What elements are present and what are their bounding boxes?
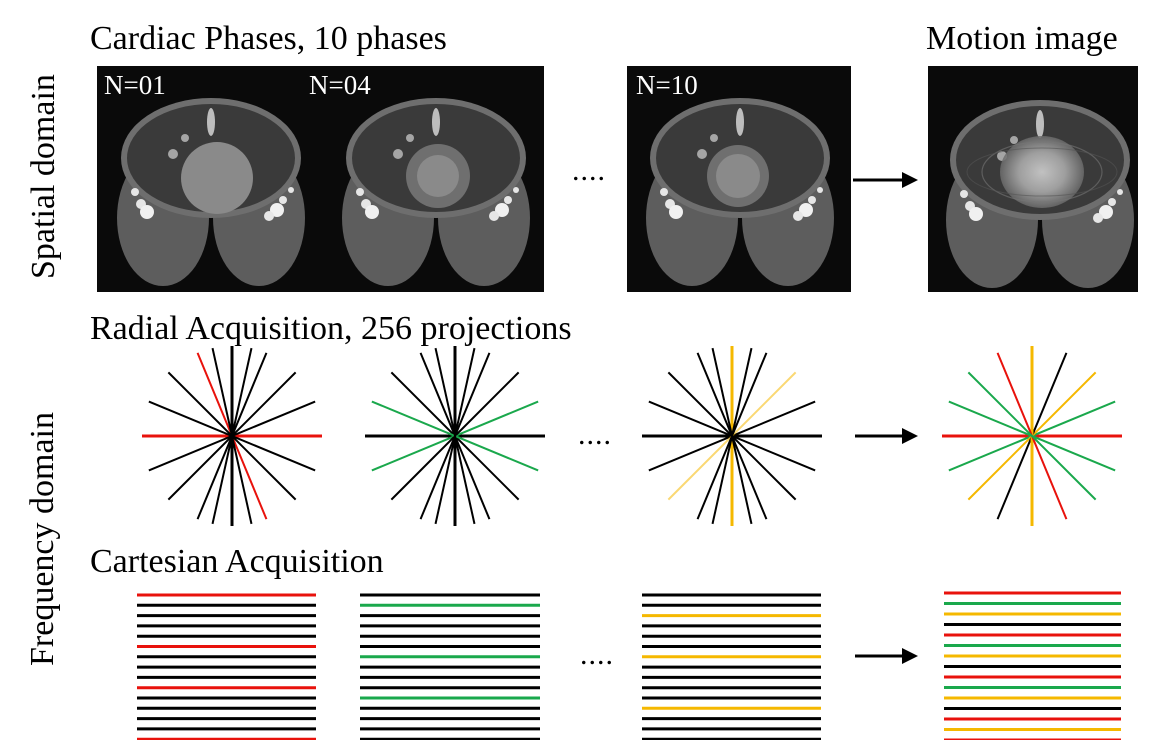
- cartesian-acquisition-heading: Cartesian Acquisition: [90, 543, 384, 580]
- cardiac-phases-heading: Cardiac Phases, 10 phases: [90, 20, 447, 57]
- phase-label-n10: N=10: [636, 70, 698, 100]
- radial-acquisition-heading: Radial Acquisition, 256 projections: [90, 310, 572, 347]
- radial-motion: [942, 346, 1122, 526]
- phase-label-n04: N=04: [309, 70, 371, 100]
- arrow-right-icon: [853, 172, 918, 188]
- radial-spoke: [211, 347, 253, 525]
- radial-spoke: [434, 347, 476, 525]
- radial-spoke: [948, 400, 1116, 472]
- motion-image-heading: Motion image: [926, 20, 1118, 57]
- ellipsis-cartesian: ....: [580, 638, 614, 671]
- phase-label-n01: N=01: [104, 70, 166, 100]
- radial-spoke: [711, 347, 753, 525]
- ellipsis-radial: ....: [578, 418, 612, 451]
- cartesian-n10: [642, 593, 821, 740]
- cartesian-motion: [944, 591, 1121, 740]
- radial-n10: [642, 346, 822, 526]
- arrow-right-icon: [855, 648, 918, 664]
- radial-n01: [142, 346, 322, 526]
- radial-n04: [365, 346, 545, 526]
- arrow-right-icon: [855, 428, 918, 444]
- ellipsis-spatial: ....: [572, 154, 606, 187]
- cartesian-n04: [360, 593, 540, 740]
- cartesian-n01: [137, 593, 316, 740]
